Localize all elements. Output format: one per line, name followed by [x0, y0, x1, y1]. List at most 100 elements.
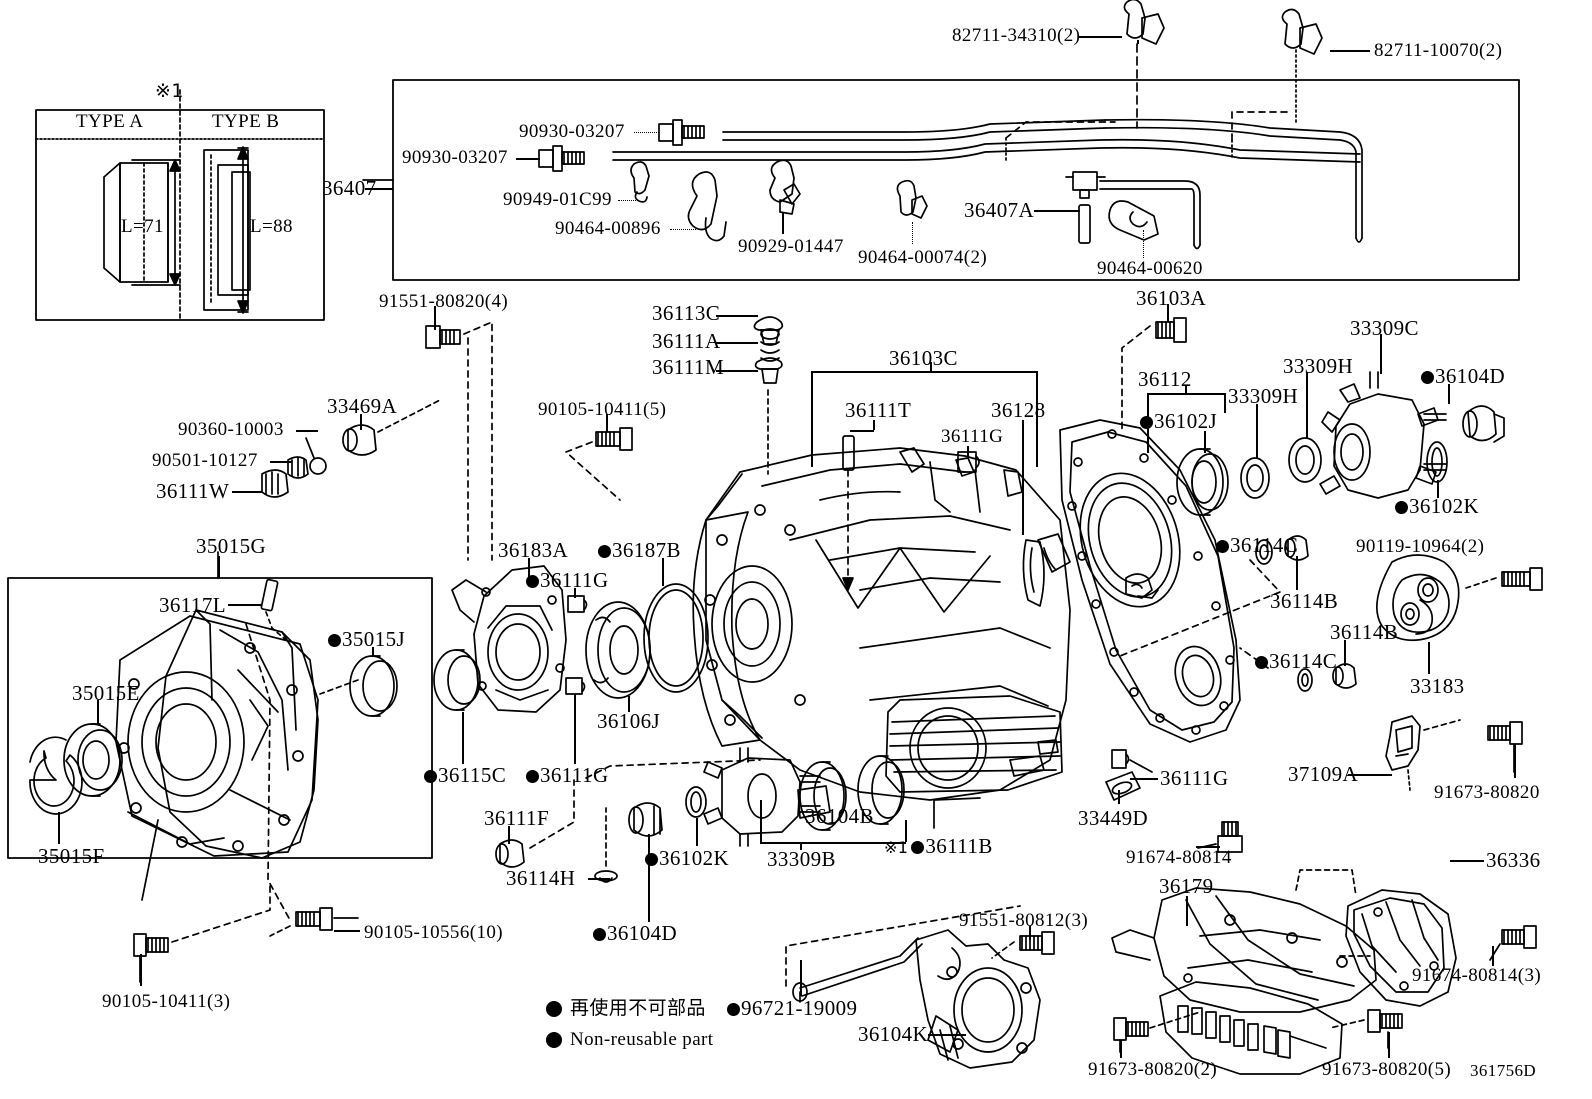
- callout-90930-03207-lower: 90930-03207: [402, 147, 508, 168]
- callout-35015J: 35015J: [328, 629, 405, 650]
- leader-36113C-h: [716, 315, 758, 317]
- leader-33309C-v: [1380, 334, 1382, 374]
- non-reusable-dot: [424, 770, 437, 783]
- callout-90105-10556: 90105-10556(10): [364, 922, 503, 943]
- non-reusable-dot: [1216, 540, 1229, 553]
- callout-35015E: 35015E: [72, 681, 140, 705]
- callout-36114C-lower: 36114C: [1255, 651, 1337, 672]
- callout-36111W: 36111W: [156, 479, 230, 503]
- leader-36114H-h: [588, 878, 610, 880]
- callout-36114C-upper: 36114C: [1216, 535, 1298, 556]
- callout-36114B-upper: 36114B: [1270, 589, 1339, 613]
- callout-36103C-group: 36103C: [889, 346, 958, 370]
- leader-36111A-h: [716, 342, 758, 344]
- callout-33309H-upper: 33309H: [1283, 354, 1354, 378]
- non-reusable-dot: [645, 853, 658, 866]
- leader-90929-01447-v: [782, 212, 784, 234]
- non-reusable-dot: [593, 928, 606, 941]
- leader-36179-v: [1186, 896, 1188, 926]
- non-reusable-dot: [1255, 656, 1268, 669]
- leader-91674-80814-3-v: [1492, 946, 1494, 966]
- callout-90119-10964: 90119-10964(2): [1356, 536, 1485, 557]
- callout-36111G-adapter-bottom: 36111G: [526, 765, 609, 786]
- leader-36336-h: [1450, 860, 1484, 862]
- non-reusable-dot: [328, 634, 341, 647]
- type-table-marker: ※1: [155, 80, 184, 102]
- type-a-header: TYPE A: [76, 111, 144, 132]
- callout-36104D-right: 36104D: [1421, 366, 1505, 387]
- bracket-33309B-left: [760, 800, 762, 842]
- leader-36111G-bot-v: [574, 694, 576, 764]
- leader-36104K-h: [928, 1034, 966, 1036]
- callout-36115C: 36115C: [424, 765, 506, 786]
- callout-36336: 36336: [1486, 848, 1541, 872]
- callout-36407-group: 36407: [322, 176, 377, 200]
- leader-36111G-case: [967, 446, 969, 456]
- legend-english-text: Non-reusable part: [570, 1029, 714, 1050]
- leader-35015J-v: [372, 647, 374, 657]
- leader-36102K-right-v: [1437, 480, 1439, 498]
- bracket-33309B-stem: [800, 842, 802, 850]
- callout-35015G-group: 35015G: [196, 534, 267, 558]
- sheet-id: 361756D: [1470, 1061, 1537, 1080]
- type-b-header: TYPE B: [212, 111, 280, 132]
- leader-36115C-v: [462, 712, 464, 764]
- callout-90360-10003: 90360-10003: [178, 419, 284, 440]
- leader-91673-80820-right-v: [1514, 744, 1516, 778]
- leader-90930-lower-h: [516, 158, 540, 160]
- non-reusable-dot: [526, 770, 539, 783]
- bracket-33309B-right: [905, 820, 907, 842]
- callout-36128: 36128: [991, 398, 1046, 422]
- leader-36102J: [1204, 431, 1206, 453]
- leader-90360-10003-h: [296, 430, 318, 432]
- callout-33449D: 33449D: [1078, 806, 1149, 830]
- leader-90464-00620-v: [1143, 230, 1144, 258]
- callout-36103A: 36103A: [1136, 286, 1207, 310]
- leader-91673-80820-2-v: [1120, 1040, 1122, 1058]
- non-reusable-dot: [1395, 501, 1408, 514]
- bracket-36103C: [811, 371, 1037, 373]
- callout-82711-34310: 82711-34310(2): [952, 25, 1081, 46]
- leader-36114B-upper-v: [1296, 556, 1298, 590]
- callout-90949-01C99: 90949-01C99: [503, 189, 612, 210]
- callout-90929-01447: 90929-01447: [738, 236, 844, 257]
- leader-36114B-lower-v: [1344, 640, 1346, 666]
- leader-36407-h: [365, 188, 393, 190]
- non-reusable-dot: [1140, 416, 1153, 429]
- leader-90105-10411-5-v: [606, 414, 608, 432]
- bracket-36112-stem: [1185, 386, 1187, 394]
- leader-91674-80814-h: [1196, 846, 1220, 848]
- callout-82711-10070: 82711-10070(2): [1374, 40, 1503, 61]
- leader-36111F-v: [508, 826, 510, 844]
- callout-36102K-center: 36102K: [645, 848, 729, 869]
- callout-91674-80814-3: 91674-80814(3): [1412, 965, 1542, 986]
- leader-36111W-h: [232, 491, 262, 493]
- leader-90930-upper-h: [634, 132, 659, 133]
- bracket-33309B: [760, 842, 906, 844]
- type-a-dimension: L=71: [121, 216, 164, 237]
- callout-91673-80820-2: 91673-80820(2): [1088, 1059, 1218, 1080]
- callout-33309H-lower: 33309H: [1228, 384, 1299, 408]
- bracket-36103C-left: [811, 371, 813, 467]
- callout-36102J: 36102J: [1140, 411, 1217, 432]
- leader-33469A-v: [360, 414, 362, 430]
- callout-90105-10411-5: 90105-10411(5): [538, 399, 667, 420]
- bracket-36112-left: [1147, 393, 1149, 453]
- callout-36407A: 36407A: [964, 198, 1035, 222]
- leader-36187B-v: [662, 558, 664, 586]
- legend-japanese-row: 再使用不可部品: [546, 999, 706, 1018]
- leader-36104D-right-v: [1448, 384, 1450, 404]
- callout-91674-80814: 91674-80814: [1126, 847, 1232, 868]
- leader-90501-10127-h: [270, 461, 292, 463]
- bracket-36103C-right: [1036, 371, 1038, 467]
- callout-36117L: 36117L: [159, 593, 226, 617]
- type-b-dimension: L=88: [250, 216, 293, 237]
- leader-82711-10070-h: [1330, 50, 1370, 52]
- callout-33309C: 33309C: [1350, 316, 1419, 340]
- callout-36111G-adapter-top: 36111G: [526, 570, 609, 591]
- callout-90464-00074: 90464-00074(2): [858, 247, 988, 268]
- leader-36106J-v: [628, 696, 630, 712]
- callout-33309B-group: 33309B: [767, 847, 836, 871]
